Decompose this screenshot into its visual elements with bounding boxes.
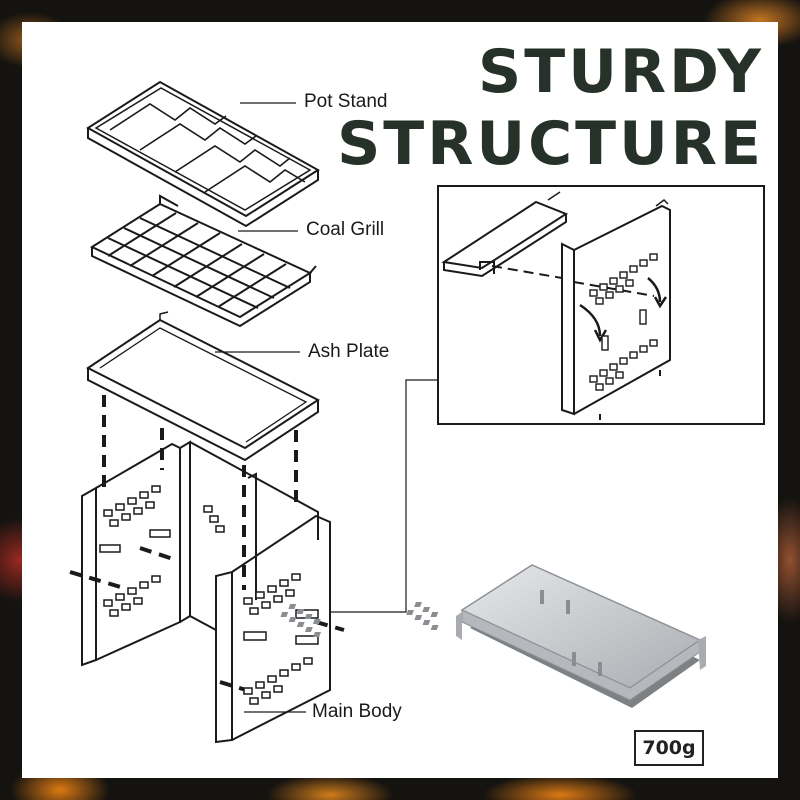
label-coal-grill: Coal Grill <box>306 219 385 240</box>
main-body-drawing <box>81 440 331 744</box>
coal-grill-drawing <box>89 194 317 328</box>
weight-badge: 700g <box>634 730 704 766</box>
pot-stand-drawing <box>86 80 320 228</box>
headline: STURDY STRUCTURE <box>337 36 764 180</box>
headline-line-1: STURDY <box>478 37 764 107</box>
label-pot-stand: Pot Stand <box>304 91 388 112</box>
product-photo <box>280 564 706 708</box>
label-ash-plate: Ash Plate <box>308 341 390 362</box>
vent-holes <box>99 485 319 705</box>
assembly-guide-lines <box>69 395 345 692</box>
headline-line-2: STRUCTURE <box>337 109 764 179</box>
label-main-body: Main Body <box>312 701 402 722</box>
ash-plate-drawing <box>86 311 320 462</box>
leader-lines <box>215 102 438 713</box>
detail-inset <box>437 185 765 425</box>
